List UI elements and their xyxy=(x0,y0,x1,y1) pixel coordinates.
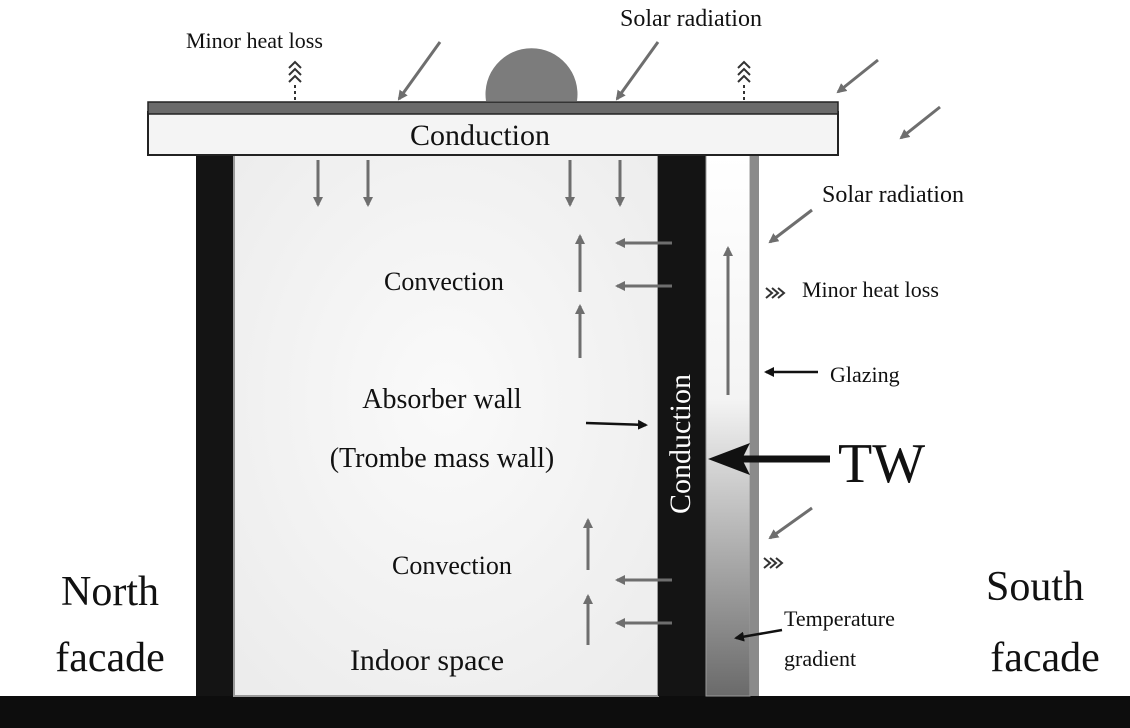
solar-ray-arrow xyxy=(615,41,660,101)
convection-label-lower: Convection xyxy=(392,551,512,580)
solar-radiation-label-side: Solar radiation xyxy=(822,182,964,208)
indoor-space-label: Indoor space xyxy=(350,644,504,677)
air-gap xyxy=(705,154,751,697)
solar-ray-arrow xyxy=(768,506,813,540)
temperature-pointer-arrow xyxy=(734,628,783,642)
roof-conduction-label: Conduction xyxy=(410,119,550,152)
trombe-mass-wall-label: (Trombe mass wall) xyxy=(330,443,555,474)
minor-heat-loss-icon xyxy=(737,60,751,100)
minor-heat-loss-icon xyxy=(288,60,302,100)
roof-slab xyxy=(147,111,839,156)
temperature-gradient-label-2: gradient xyxy=(784,646,856,671)
minor-heat-loss-label-side: Minor heat loss xyxy=(802,277,939,302)
solar-ray-arrow xyxy=(397,41,442,101)
absorber-pointer-arrow xyxy=(585,419,648,430)
solar-ray-arrow xyxy=(836,58,879,94)
solar-ray-arrow xyxy=(899,105,941,140)
glazing-label: Glazing xyxy=(830,362,900,387)
tw-label: TW xyxy=(838,433,925,495)
convection-label-upper: Convection xyxy=(384,267,504,296)
minor-heat-loss-icon xyxy=(763,557,784,569)
minor-heat-loss-icon xyxy=(765,287,786,299)
indoor-space-panel xyxy=(233,154,659,697)
roof-top-layer xyxy=(147,101,839,115)
glazing-pane xyxy=(750,155,759,696)
ground xyxy=(0,696,1130,728)
sun-icon xyxy=(485,48,578,101)
trombe-mass-wall xyxy=(658,155,706,696)
solar-radiation-label-top: Solar radiation xyxy=(620,6,762,32)
south-facade-label-2: facade xyxy=(990,635,1100,681)
wall-conduction-label: Conduction xyxy=(664,374,697,514)
absorber-wall-label: Absorber wall xyxy=(362,384,522,415)
north-facade-label: North xyxy=(61,569,159,615)
south-facade-label: South xyxy=(986,564,1084,610)
temperature-gradient-label: Temperature xyxy=(784,606,895,631)
minor-heat-loss-label-top: Minor heat loss xyxy=(186,28,323,53)
north-wall xyxy=(196,155,234,696)
north-facade-label-2: facade xyxy=(55,635,165,681)
solar-ray-arrow xyxy=(768,208,813,244)
tw-pointer-arrow xyxy=(708,443,830,475)
